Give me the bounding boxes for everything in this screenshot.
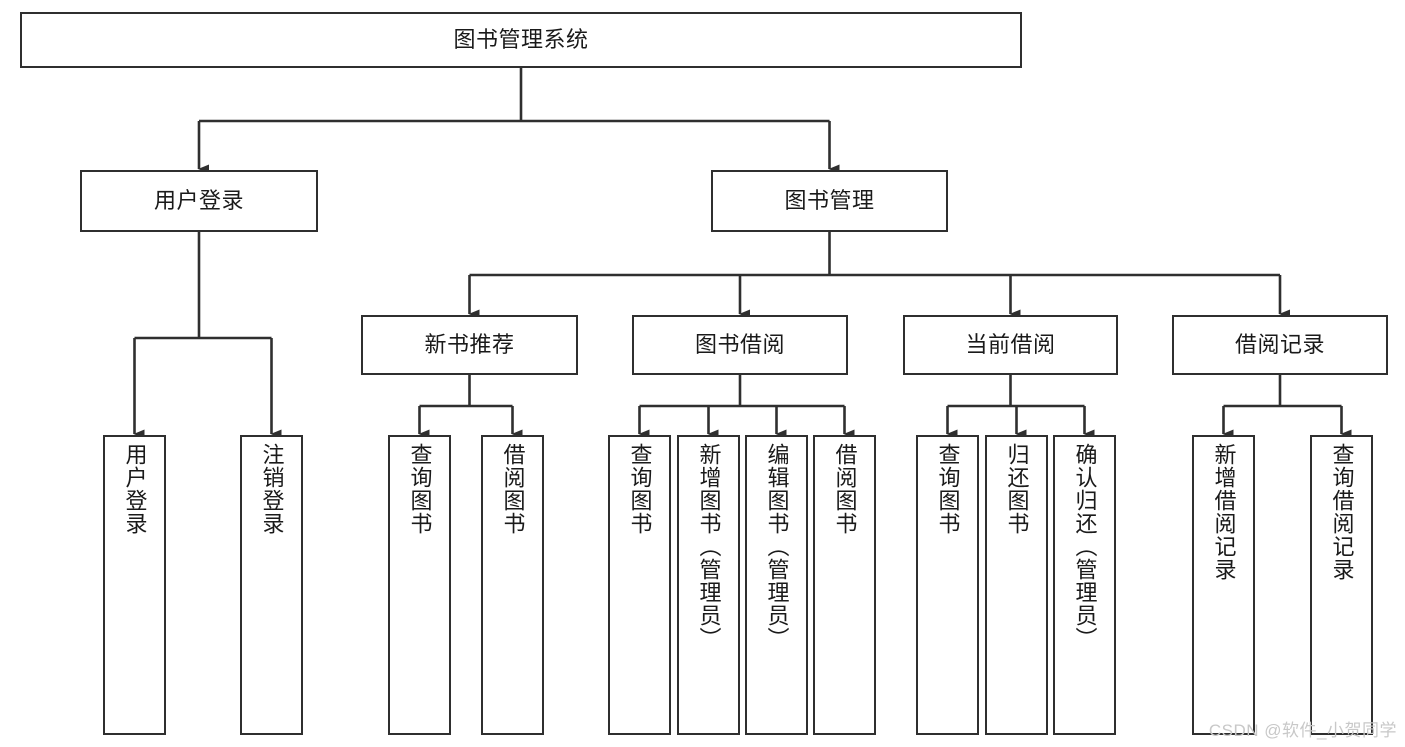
- node-user-login[interactable]: 用户登录: [80, 170, 318, 232]
- node-leaf-confirm-return-label: 确认归还（管理员）: [1072, 443, 1098, 650]
- node-leaf-confirm-return[interactable]: 确认归还（管理员）: [1053, 435, 1116, 735]
- node-leaf-query-book-2-label: 查询图书: [627, 443, 653, 535]
- node-leaf-user-login[interactable]: 用户登录: [103, 435, 166, 735]
- node-current-borrow-label: 当前借阅: [965, 331, 1056, 357]
- node-leaf-query-record[interactable]: 查询借阅记录: [1310, 435, 1373, 735]
- node-leaf-borrow-book-1-label: 借阅图书: [500, 443, 526, 535]
- node-borrow-record[interactable]: 借阅记录: [1172, 315, 1388, 375]
- node-root[interactable]: 图书管理系统: [20, 12, 1022, 68]
- node-leaf-edit-book[interactable]: 编辑图书（管理员）: [745, 435, 808, 735]
- node-leaf-query-book-1-label: 查询图书: [407, 443, 433, 535]
- node-book-manage[interactable]: 图书管理: [711, 170, 948, 232]
- node-leaf-borrow-book-2-label: 借阅图书: [832, 443, 858, 535]
- node-leaf-logout-label: 注销登录: [259, 443, 285, 535]
- node-leaf-borrow-book-1[interactable]: 借阅图书: [481, 435, 544, 735]
- node-leaf-edit-book-label: 编辑图书（管理员）: [764, 443, 790, 650]
- node-book-borrow-label: 图书借阅: [694, 331, 785, 357]
- node-leaf-return-book[interactable]: 归还图书: [985, 435, 1048, 735]
- node-leaf-query-book-3-label: 查询图书: [935, 443, 961, 535]
- node-leaf-query-record-label: 查询借阅记录: [1329, 443, 1355, 581]
- node-user-login-label: 用户登录: [153, 187, 244, 213]
- node-leaf-return-book-label: 归还图书: [1004, 443, 1030, 535]
- watermark: CSDN @软件_小贺同学: [1208, 721, 1397, 740]
- node-leaf-add-record-label: 新增借阅记录: [1211, 443, 1237, 581]
- node-leaf-add-book-label: 新增图书（管理员）: [696, 443, 722, 650]
- node-leaf-user-login-label: 用户登录: [122, 443, 148, 535]
- node-book-manage-label: 图书管理: [784, 187, 875, 213]
- node-root-label: 图书管理系统: [453, 26, 589, 52]
- node-leaf-query-book-1[interactable]: 查询图书: [388, 435, 451, 735]
- node-new-book-rec-label: 新书推荐: [424, 331, 515, 357]
- node-new-book-rec[interactable]: 新书推荐: [361, 315, 578, 375]
- node-leaf-add-record[interactable]: 新增借阅记录: [1192, 435, 1255, 735]
- node-leaf-logout[interactable]: 注销登录: [240, 435, 303, 735]
- node-borrow-record-label: 借阅记录: [1234, 331, 1325, 357]
- node-current-borrow[interactable]: 当前借阅: [903, 315, 1118, 375]
- node-leaf-borrow-book-2[interactable]: 借阅图书: [813, 435, 876, 735]
- node-leaf-query-book-3[interactable]: 查询图书: [916, 435, 979, 735]
- node-leaf-query-book-2[interactable]: 查询图书: [608, 435, 671, 735]
- node-leaf-add-book[interactable]: 新增图书（管理员）: [677, 435, 740, 735]
- node-book-borrow[interactable]: 图书借阅: [632, 315, 848, 375]
